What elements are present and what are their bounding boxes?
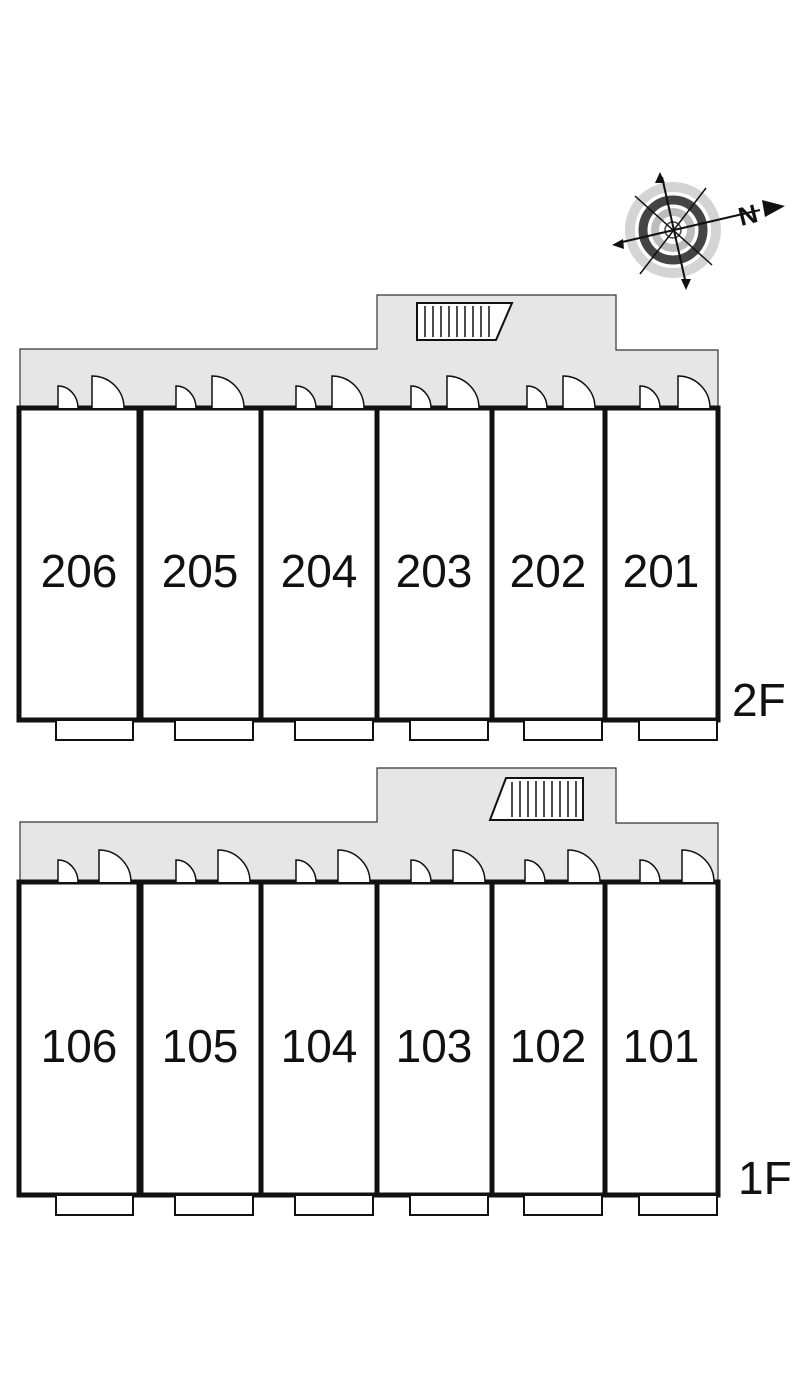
floor-label-2f: 2F bbox=[732, 674, 786, 726]
unit-number: 103 bbox=[396, 1020, 473, 1072]
unit-number: 102 bbox=[510, 1020, 587, 1072]
unit-number: 205 bbox=[162, 545, 239, 597]
unit-204: 204 bbox=[258, 375, 380, 741]
corridor-2f bbox=[19, 294, 719, 409]
unit-number: 101 bbox=[623, 1020, 700, 1072]
unit-105: 105 bbox=[138, 849, 264, 1216]
stairs-1f bbox=[488, 777, 584, 821]
unit-number: 104 bbox=[281, 1020, 358, 1072]
unit-102: 102 bbox=[489, 849, 608, 1216]
north-label: N bbox=[735, 198, 760, 232]
unit-number: 203 bbox=[396, 545, 473, 597]
unit-number: 105 bbox=[162, 1020, 239, 1072]
unit-number: 206 bbox=[41, 545, 118, 597]
stairs-2f bbox=[416, 302, 514, 341]
unit-number: 204 bbox=[281, 545, 358, 597]
unit-101: 101 bbox=[602, 849, 721, 1216]
unit-number: 202 bbox=[510, 545, 587, 597]
unit-number: 201 bbox=[623, 545, 700, 597]
unit-104: 104 bbox=[258, 849, 380, 1216]
floor-1f: 106 105 104 103 102 bbox=[16, 767, 792, 1216]
unit-202: 202 bbox=[489, 375, 608, 741]
unit-206: 206 bbox=[16, 375, 142, 741]
unit-205: 205 bbox=[138, 375, 264, 741]
unit-103: 103 bbox=[374, 849, 495, 1216]
unit-201: 201 bbox=[602, 375, 721, 741]
floor-2f: 206 205 204 203 202 bbox=[16, 294, 786, 741]
compass-icon: N bbox=[612, 172, 785, 290]
unit-number: 106 bbox=[41, 1020, 118, 1072]
floor-label-1f: 1F bbox=[738, 1152, 792, 1204]
unit-203: 203 bbox=[374, 375, 495, 741]
unit-106: 106 bbox=[16, 849, 142, 1216]
